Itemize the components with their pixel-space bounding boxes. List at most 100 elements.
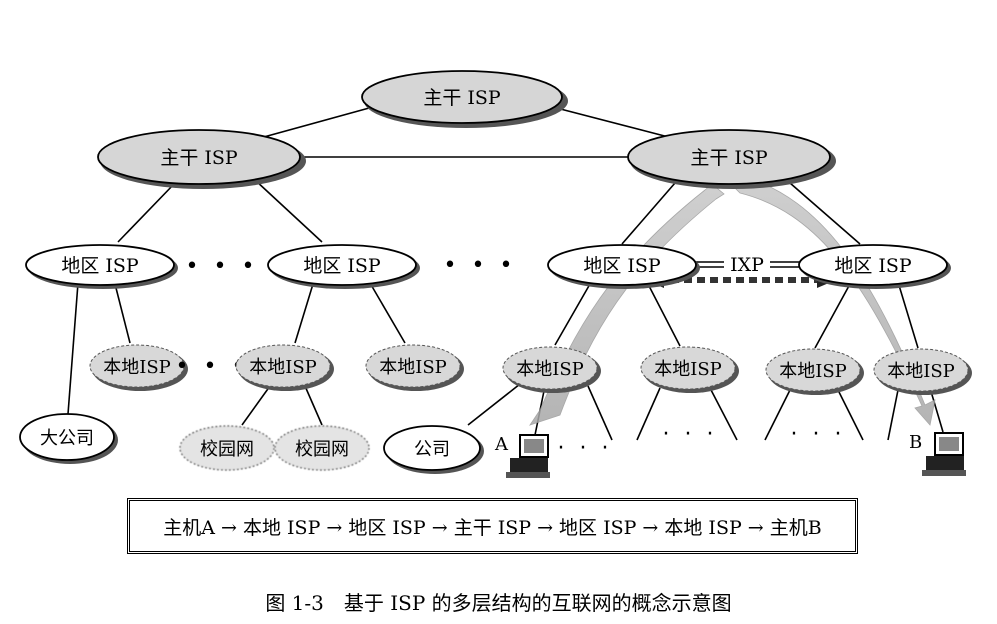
edge-local-5-left xyxy=(636,387,661,441)
company-shape xyxy=(383,425,481,471)
local-isp-7: 本地ISP xyxy=(873,348,972,395)
local-isp-3-label: 本地ISP xyxy=(379,357,447,378)
route-arrow-down xyxy=(729,176,936,426)
edge-regional-1-big-company xyxy=(67,282,79,415)
edge-backbone-right-regional-3 xyxy=(621,182,676,245)
regional-isp-1-shape xyxy=(25,244,175,286)
regional-ellipsis-1: • • • xyxy=(186,254,259,279)
edge-regional-3-local-5 xyxy=(647,283,681,347)
local-isp-6-label: 本地ISP xyxy=(779,361,847,382)
edge-local-7-left xyxy=(887,389,899,441)
host-b-keyboard xyxy=(922,470,966,476)
ixp-label-bg xyxy=(724,252,770,276)
ixp-node: IXP xyxy=(724,252,770,276)
backbone-isp-top-shape xyxy=(361,70,563,124)
ixp-label: IXP xyxy=(730,254,764,276)
edge-backbone-left-regional-1 xyxy=(117,182,176,243)
connection-lines xyxy=(67,104,944,441)
campus-network-2-label: 校园网 xyxy=(295,439,349,460)
local-isp-1-shape xyxy=(89,344,185,388)
host-a: A xyxy=(494,434,550,478)
host-b-screen xyxy=(939,437,959,451)
backbone-isp-top-label: 主干 ISP xyxy=(423,87,501,109)
backbone-isp-left-label: 主干 ISP xyxy=(160,147,238,169)
local-isp-4: 本地ISP xyxy=(502,346,601,393)
regional-isp-2: 地区 ISP xyxy=(267,244,420,289)
local-isp-2: 本地ISP xyxy=(235,344,334,391)
edge-local-2-campus-2 xyxy=(304,385,323,426)
campus-network-1-shape xyxy=(179,425,275,471)
campus-network-2: 校园网 xyxy=(274,425,370,471)
local-isp-5: 本地ISP xyxy=(640,346,739,393)
host-b-label: B xyxy=(909,432,922,453)
route-summary-box: 主机A → 本地 ISP → 地区 ISP → 主干 ISP → 地区 ISP … xyxy=(127,498,858,554)
local-isp-5-label: 本地ISP xyxy=(654,359,722,380)
edge-regional-4-local-6 xyxy=(814,283,851,349)
regional-isp-4-shape xyxy=(798,244,948,286)
campus-network-2-shape xyxy=(274,425,370,471)
campus-network-1-label: 校园网 xyxy=(200,439,254,460)
edge-regional-4-local-7 xyxy=(897,281,919,349)
edge-backbone-left-regional-2 xyxy=(254,179,323,243)
local-isp-7-shape xyxy=(873,348,969,392)
regional-isp-3: 地区 ISP xyxy=(547,244,700,289)
route-highlight xyxy=(529,176,936,426)
local-isp-3-shape xyxy=(365,344,461,388)
host-b-base xyxy=(926,456,964,470)
regional-isp-2-shape xyxy=(267,244,417,286)
regional-isp-4-label: 地区 ISP xyxy=(834,255,912,277)
local-ellipsis: • • • xyxy=(176,354,249,379)
backbone-isp-top: 主干 ISP xyxy=(361,70,568,128)
edge-backbone-top-right xyxy=(544,104,681,141)
backbone-isp-right-label: 主干 ISP xyxy=(690,147,768,169)
big-company-node: 大公司 xyxy=(19,413,118,464)
local-isp-2-label: 本地ISP xyxy=(249,357,317,378)
host-a-base xyxy=(510,458,548,472)
edge-local-7-host-b xyxy=(929,387,944,433)
edge-regional-1-local-1 xyxy=(114,283,131,344)
local-isp-4-shape xyxy=(502,346,598,390)
edge-local-2-campus-1 xyxy=(241,385,271,426)
backbone-isp-left-shape xyxy=(97,129,301,185)
edge-backbone-top-left xyxy=(252,104,381,141)
backbone-isp-right: 主干 ISP xyxy=(627,129,836,189)
computer-icon xyxy=(922,432,966,476)
regional-isp-1-label: 地区 ISP xyxy=(61,255,139,277)
computer-icon xyxy=(506,434,550,478)
edge-local-4-company xyxy=(467,383,521,426)
host-ellipsis-2: · · · xyxy=(663,422,718,447)
host-a-keyboard xyxy=(506,472,550,478)
edge-local-5-right xyxy=(709,387,738,441)
campus-network-1: 校园网 xyxy=(179,425,275,471)
host-a-screen xyxy=(524,439,544,453)
local-isp-1: 本地ISP xyxy=(89,344,188,391)
edge-regional-2-local-2 xyxy=(294,283,314,344)
edge-local-6-right xyxy=(837,389,864,441)
local-isp-5-shape xyxy=(640,346,736,390)
local-isp-6-shape xyxy=(765,348,861,392)
regional-isp-1: 地区 ISP xyxy=(25,244,178,289)
regional-ellipsis-2: • • • xyxy=(444,253,517,278)
edge-regional-3-local-4 xyxy=(554,283,591,346)
backbone-isp-right-shape xyxy=(627,129,831,185)
route-summary-text: 主机A → 本地 ISP → 地区 ISP → 主干 ISP → 地区 ISP … xyxy=(163,516,822,539)
big-company-label: 大公司 xyxy=(40,428,94,449)
company-node: 公司 xyxy=(383,425,484,474)
edge-regional-2-local-3 xyxy=(369,282,406,344)
edge-backbone-right-regional-4 xyxy=(789,182,861,245)
edge-local-4-host-x xyxy=(587,385,613,441)
local-isp-1-label: 本地ISP xyxy=(103,357,171,378)
host-ellipsis-3: · · · xyxy=(791,422,846,447)
edge-local-6-left xyxy=(764,389,791,441)
regional-isp-2-label: 地区 ISP xyxy=(303,255,381,277)
local-isp-3: 本地ISP xyxy=(365,344,464,391)
local-isp-2-shape xyxy=(235,344,331,388)
host-b: B xyxy=(909,432,966,476)
local-isp-6: 本地ISP xyxy=(765,348,864,395)
local-isp-7-label: 本地ISP xyxy=(887,361,955,382)
company-label: 公司 xyxy=(414,439,450,460)
regional-isp-3-label: 地区 ISP xyxy=(583,255,661,277)
regional-isp-4: 地区 ISP xyxy=(798,244,951,289)
host-a-label: A xyxy=(494,434,509,455)
